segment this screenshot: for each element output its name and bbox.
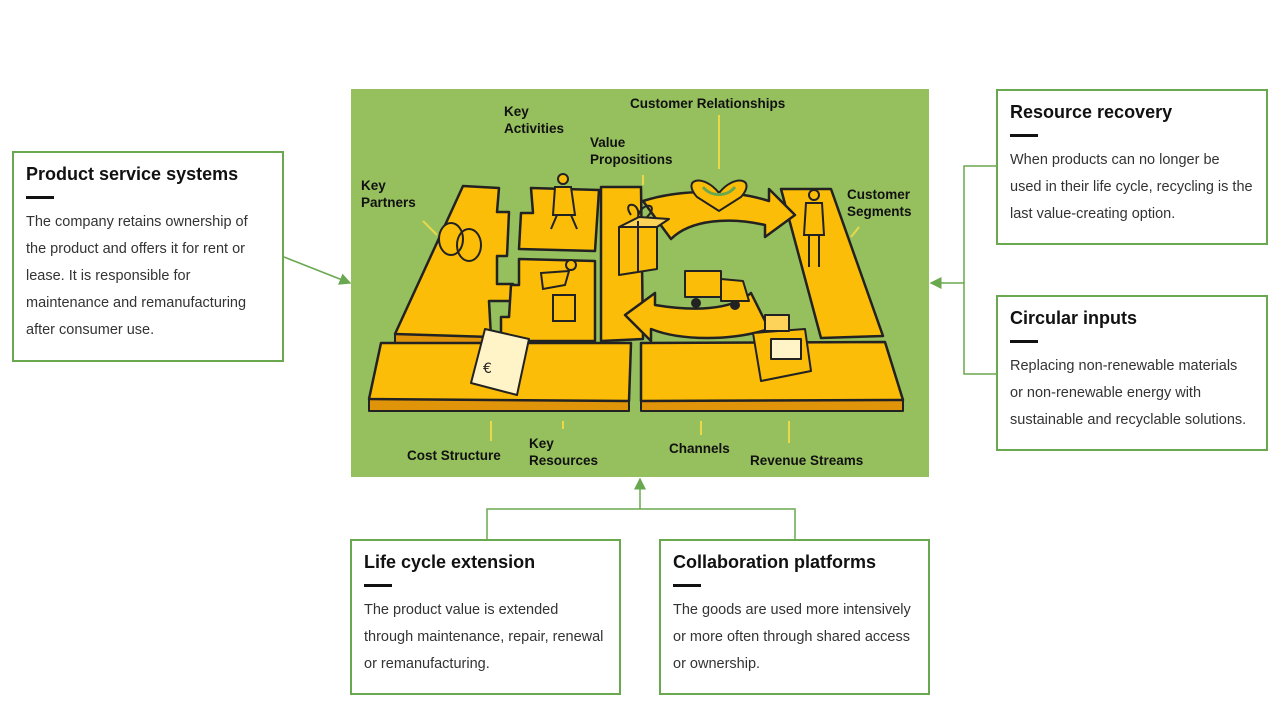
truck-icon: [684, 270, 750, 310]
label-key-resources: Key Resources: [529, 436, 599, 468]
key-activities-tile: [517, 186, 601, 253]
life-cycle-extension-box: Life cycle extension The product value i…: [350, 539, 621, 695]
connector-bottom-bracket: [486, 508, 796, 539]
collaboration-platforms-box: Collaboration platforms The goods are us…: [659, 539, 930, 695]
relationships-arrow: [641, 187, 797, 241]
cash-register-icon: [752, 314, 812, 382]
box-text: The goods are used more intensively or m…: [673, 602, 911, 672]
box-title: Resource recovery: [1010, 102, 1173, 122]
title-rule: [364, 584, 392, 587]
box-text: The product value is extended through ma…: [364, 602, 604, 672]
label-revenue-streams: Revenue Streams: [750, 453, 864, 468]
title-rule: [673, 584, 701, 587]
rings-icon: [438, 222, 482, 262]
canvas-illustration: €: [367, 115, 905, 443]
box-text: Replacing non-renewable materials or non…: [1010, 358, 1247, 428]
box-title: Product service systems: [26, 164, 239, 184]
resource-worker-icon: [539, 259, 577, 322]
label-value-propositions: Value Propositions: [590, 135, 673, 167]
title-rule: [26, 196, 54, 199]
connector-right-bracket: [963, 165, 997, 375]
label-cost-structure: Cost Structure: [407, 448, 501, 463]
title-rule: [1010, 340, 1038, 343]
label-key-partners: Key Partners: [361, 178, 416, 210]
box-title: Life cycle extension: [364, 552, 536, 572]
key-resources-tile: [499, 257, 597, 343]
business-model-canvas: €: [351, 89, 929, 477]
gift-icon: [618, 203, 670, 276]
connector-product-service: [283, 256, 352, 285]
svg-text:€: €: [483, 361, 492, 377]
title-rule: [1010, 134, 1038, 137]
box-text: The company retains ownership of the pro…: [26, 214, 248, 338]
box-title: Circular inputs: [1010, 308, 1138, 328]
product-service-systems-box: Product service systems The company reta…: [12, 151, 284, 362]
label-channels: Channels: [669, 441, 730, 456]
worker-figure-icon: [550, 173, 578, 230]
resource-recovery-box: Resource recovery When products can no l…: [996, 89, 1268, 245]
customer-figure-icon: [802, 189, 826, 267]
circular-inputs-box: Circular inputs Replacing non-renewable …: [996, 295, 1268, 451]
label-customer-segments: Customer Segments: [847, 187, 912, 219]
box-title: Collaboration platforms: [673, 552, 877, 572]
label-key-activities: Key Activities: [504, 104, 565, 136]
invoice-icon: €: [470, 328, 530, 396]
label-customer-relationships: Customer Relationships: [630, 96, 786, 111]
box-text: When products can no longer be used in t…: [1010, 152, 1253, 222]
